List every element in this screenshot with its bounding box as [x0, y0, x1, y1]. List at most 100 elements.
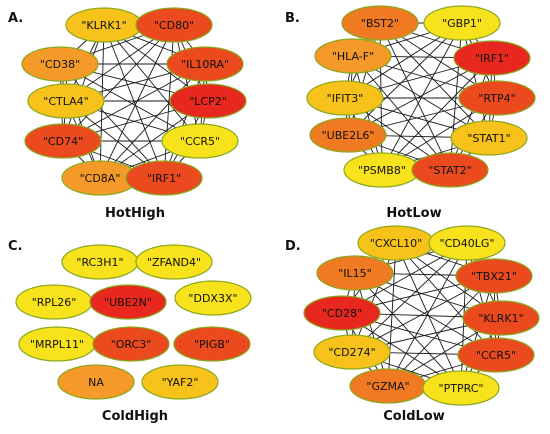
- node-rpl26[interactable]: "RPL26": [15, 284, 93, 320]
- node-il10ra[interactable]: "IL10RA": [166, 46, 244, 82]
- node-ellipse: [57, 364, 135, 400]
- edge-klrk1-cd74: [62, 24, 105, 142]
- node-label: "CD28": [322, 307, 362, 320]
- edge-il10ra-cd8a: [99, 63, 206, 179]
- node-tbx21[interactable]: "TBX21": [455, 258, 533, 294]
- node-ddx3x[interactable]: "DDX3X": [174, 280, 252, 316]
- edge-cd80-irf1: [163, 24, 175, 179]
- node-ube2n[interactable]: "UBE2N": [89, 284, 167, 320]
- node-cd40lg[interactable]: "CD40LG": [428, 225, 506, 261]
- node-ellipse: [422, 370, 500, 406]
- node-label: "MRPL11": [30, 338, 84, 351]
- node-label: "IL10RA": [181, 58, 229, 71]
- node-cd28[interactable]: "CD28": [303, 295, 381, 331]
- node-gzma[interactable]: "GZMA": [349, 368, 427, 404]
- node-cd38[interactable]: "CD38": [21, 46, 99, 82]
- node-cd74[interactable]: "CD74": [24, 123, 102, 159]
- node-ellipse: [306, 80, 384, 116]
- edge-cd38-irf1: [59, 63, 165, 179]
- node-label: "IFIT3": [327, 92, 364, 105]
- node-label: "LCP2": [189, 95, 227, 108]
- node-label: "ORC3": [111, 338, 152, 351]
- edge-gbp1-stat2: [449, 22, 463, 171]
- node-ccr5[interactable]: "CCR5": [457, 337, 535, 373]
- node-label: NA: [88, 376, 104, 389]
- edge-hla-f-stat2: [352, 55, 451, 171]
- node-mrpl11[interactable]: "MRPL11": [18, 326, 96, 362]
- node-na[interactable]: NA: [57, 364, 135, 400]
- node-ellipse: [316, 255, 394, 291]
- edge-il15-gzma: [354, 272, 389, 387]
- node-ellipse: [411, 152, 489, 188]
- node-stat2[interactable]: "STAT2": [411, 152, 489, 188]
- node-rtp4[interactable]: "RTP4": [458, 80, 536, 116]
- node-orc3[interactable]: "ORC3": [92, 326, 170, 362]
- node-label: "CD38": [40, 58, 80, 71]
- node-label: "RPL26": [32, 296, 77, 309]
- node-ellipse: [161, 123, 239, 159]
- edge-cxcl10-cd274: [351, 242, 397, 353]
- node-ellipse: [314, 38, 392, 74]
- node-ellipse: [135, 244, 213, 280]
- panel-letter: B.: [285, 11, 300, 26]
- node-zfand4[interactable]: "ZFAND4": [135, 244, 213, 280]
- node-ellipse: [135, 7, 213, 43]
- node-irf1[interactable]: "IRF1": [453, 40, 531, 76]
- node-ellipse: [423, 5, 501, 41]
- node-label: "CD40LG": [440, 237, 495, 250]
- node-ube2l6[interactable]: "UBE2L6": [309, 117, 387, 153]
- node-ellipse: [21, 46, 99, 82]
- node-psmb8[interactable]: "PSMB8": [343, 152, 421, 188]
- node-klrk1[interactable]: "KLRK1": [65, 7, 143, 43]
- node-hla-f[interactable]: "HLA-F": [314, 38, 392, 74]
- node-ellipse: [313, 334, 391, 370]
- node-il15[interactable]: "IL15": [316, 255, 394, 291]
- node-label: "CCR5": [476, 349, 516, 362]
- node-lcp2[interactable]: "LCP2": [169, 83, 247, 119]
- node-ellipse: [24, 123, 102, 159]
- node-ccr5[interactable]: "CCR5": [161, 123, 239, 159]
- edge-cd80-cd8a: [99, 24, 175, 179]
- node-ellipse: [92, 326, 170, 362]
- node-label: "GBP1": [442, 17, 482, 30]
- node-ifit3[interactable]: "IFIT3": [306, 80, 384, 116]
- edge-klrk1-irf1: [103, 24, 165, 179]
- node-klrk1[interactable]: "KLRK1": [462, 300, 540, 336]
- node-cd80[interactable]: "CD80": [135, 7, 213, 43]
- node-label: "TBX21": [471, 270, 517, 283]
- node-stat1[interactable]: "STAT1": [450, 120, 528, 156]
- edge-gbp1-ube2l6: [347, 22, 463, 136]
- node-label: "PIGB": [194, 338, 230, 351]
- node-label: "RC3H1": [76, 256, 123, 269]
- panel-letter: A.: [8, 11, 23, 26]
- node-label: "DDX3X": [188, 292, 237, 305]
- panel-title: ColdHigh: [102, 409, 168, 424]
- node-label: "GZMA": [366, 380, 409, 393]
- node-irf1[interactable]: "IRF1": [125, 160, 203, 196]
- node-yaf2[interactable]: "YAF2": [141, 364, 219, 400]
- node-ellipse: [169, 83, 247, 119]
- node-ellipse: [457, 337, 535, 373]
- node-bst2[interactable]: "BST2": [341, 5, 419, 41]
- node-ellipse: [174, 280, 252, 316]
- node-ellipse: [89, 284, 167, 320]
- panel-letter: D.: [285, 239, 301, 254]
- node-cd274[interactable]: "CD274": [313, 334, 391, 370]
- node-ellipse: [455, 258, 533, 294]
- node-label: "UBE2L6": [322, 129, 375, 142]
- node-ellipse: [453, 40, 531, 76]
- node-label: "YAF2": [162, 376, 199, 389]
- node-rc3h1[interactable]: "RC3H1": [61, 244, 139, 280]
- node-gbp1[interactable]: "GBP1": [423, 5, 501, 41]
- node-label: "HLA-F": [332, 50, 374, 63]
- node-ellipse: [303, 295, 381, 331]
- node-label: "STAT2": [428, 164, 471, 177]
- node-pigb[interactable]: "PIGB": [173, 326, 251, 362]
- node-ellipse: [450, 120, 528, 156]
- node-ptprc[interactable]: "PTPRC": [422, 370, 500, 406]
- node-cxcl10[interactable]: "CXCL10": [357, 225, 435, 261]
- edge-gbp1-stat1: [461, 22, 490, 139]
- node-label: "RTP4": [478, 92, 515, 105]
- edge-il10ra-irf1: [163, 63, 206, 179]
- node-ctla4[interactable]: "CTLA4": [27, 83, 105, 119]
